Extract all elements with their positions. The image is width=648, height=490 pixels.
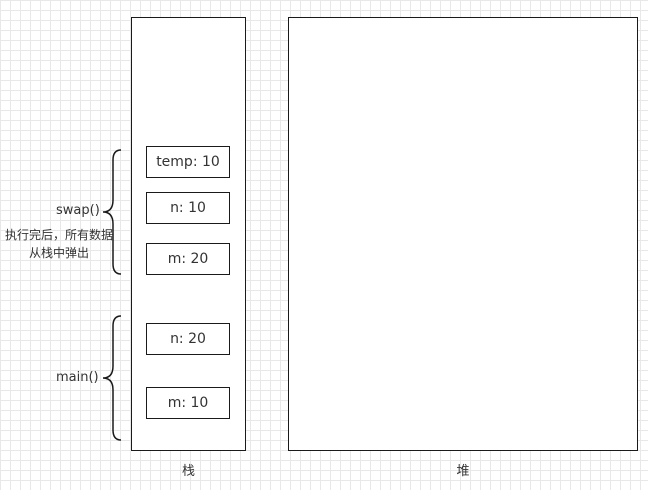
stack-cell-swap-temp: temp: 10: [146, 146, 230, 178]
stack-cell-swap-m: m: 20: [146, 243, 230, 275]
swap-frame-note: 执行完后，所有数据从栈中弹出: [4, 228, 113, 260]
stack-region: [131, 17, 246, 451]
swap-frame-brace: [102, 149, 122, 275]
heap-region: [288, 17, 638, 451]
heap-label: 堆: [456, 464, 470, 479]
stack-label: 栈: [181, 464, 195, 479]
main-frame-label: main(): [56, 370, 99, 385]
main-frame-brace: [102, 315, 122, 441]
stack-cell-main-m: m: 10: [146, 387, 230, 419]
stack-cell-swap-n: n: 10: [146, 192, 230, 224]
swap-frame-label: swap(): [56, 203, 100, 218]
stack-cell-main-n: n: 20: [146, 323, 230, 355]
